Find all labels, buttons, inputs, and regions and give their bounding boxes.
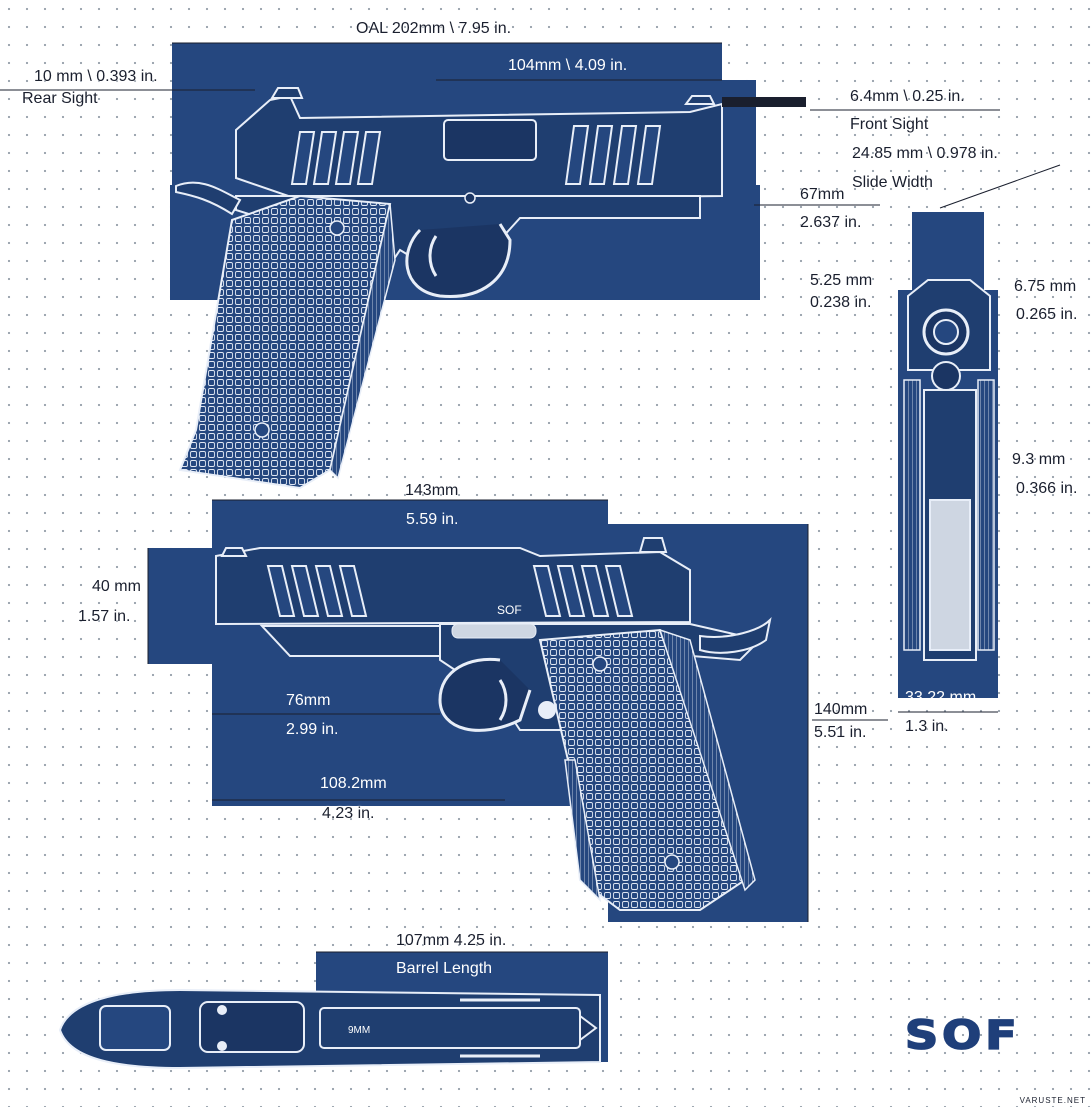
dim-108-mm: 108.2mm: [320, 775, 387, 792]
rear-sight-label: Rear Sight: [22, 90, 98, 107]
height-140-mm: 140mm: [814, 701, 868, 718]
pistol-front-view: [898, 212, 998, 698]
left-525-in: 0.238 in.: [810, 294, 872, 311]
front-sight-dimension: 6.4mm \ 0.25 in.: [850, 88, 965, 105]
grip-width-in: 1.3 in.: [905, 718, 949, 735]
grip-width-mm: 33.22 mm: [905, 689, 977, 706]
slide-height-mm: 40 mm: [92, 578, 141, 595]
barrel-length-label: Barrel Length: [396, 960, 493, 977]
sight-radius-label: 104mm \ 4.09 in.: [508, 57, 628, 74]
trigger-guard: [438, 657, 532, 732]
slide-height-in: 1.57 in.: [78, 608, 131, 625]
height-67-mm: 67mm: [800, 186, 845, 203]
dim-108-in: 4.23 in.: [322, 805, 375, 822]
pistol-side-view-left: [148, 500, 808, 922]
slide-length-mm: 143mm: [405, 482, 459, 499]
front-sight-label: Front Sight: [850, 116, 929, 133]
pistol-side-view-right: [170, 43, 806, 490]
rear-sight-dimension: 10 mm \ 0.393 in.: [34, 68, 158, 85]
source-watermark: VARUSTE.NET: [1019, 1096, 1086, 1105]
pistol-top-view: [58, 952, 608, 1070]
right-675-in: 0.265 in.: [1016, 306, 1078, 323]
dim-93-mm: 9.3 mm: [1012, 451, 1066, 468]
brand-logo: SOF: [904, 1011, 1021, 1059]
slide-engraving: SOF: [497, 603, 522, 617]
grip-panel: [178, 194, 392, 490]
dim-93-in: 0.366 in.: [1016, 480, 1078, 497]
caliber-marking: 9MM: [348, 1025, 371, 1036]
right-675-mm: 6.75 mm: [1014, 278, 1077, 295]
oal-label: OAL 202mm \ 7.95 in.: [356, 20, 512, 37]
slide-width-dimension: 24.85 mm \ 0.978 in.: [852, 145, 998, 162]
barrel-dimension: 107mm 4.25 in.: [396, 932, 507, 949]
slide-length-in: 5.59 in.: [406, 511, 459, 528]
dim-76-mm: 76mm: [286, 692, 331, 709]
height-140-in: 5.51 in.: [814, 724, 867, 741]
height-67-in: 2.637 in.: [800, 214, 862, 231]
left-525-mm: 5.25 mm: [810, 272, 873, 289]
dim-76-in: 2.99 in.: [286, 721, 339, 738]
slide-width-label: Slide Width: [852, 174, 933, 191]
